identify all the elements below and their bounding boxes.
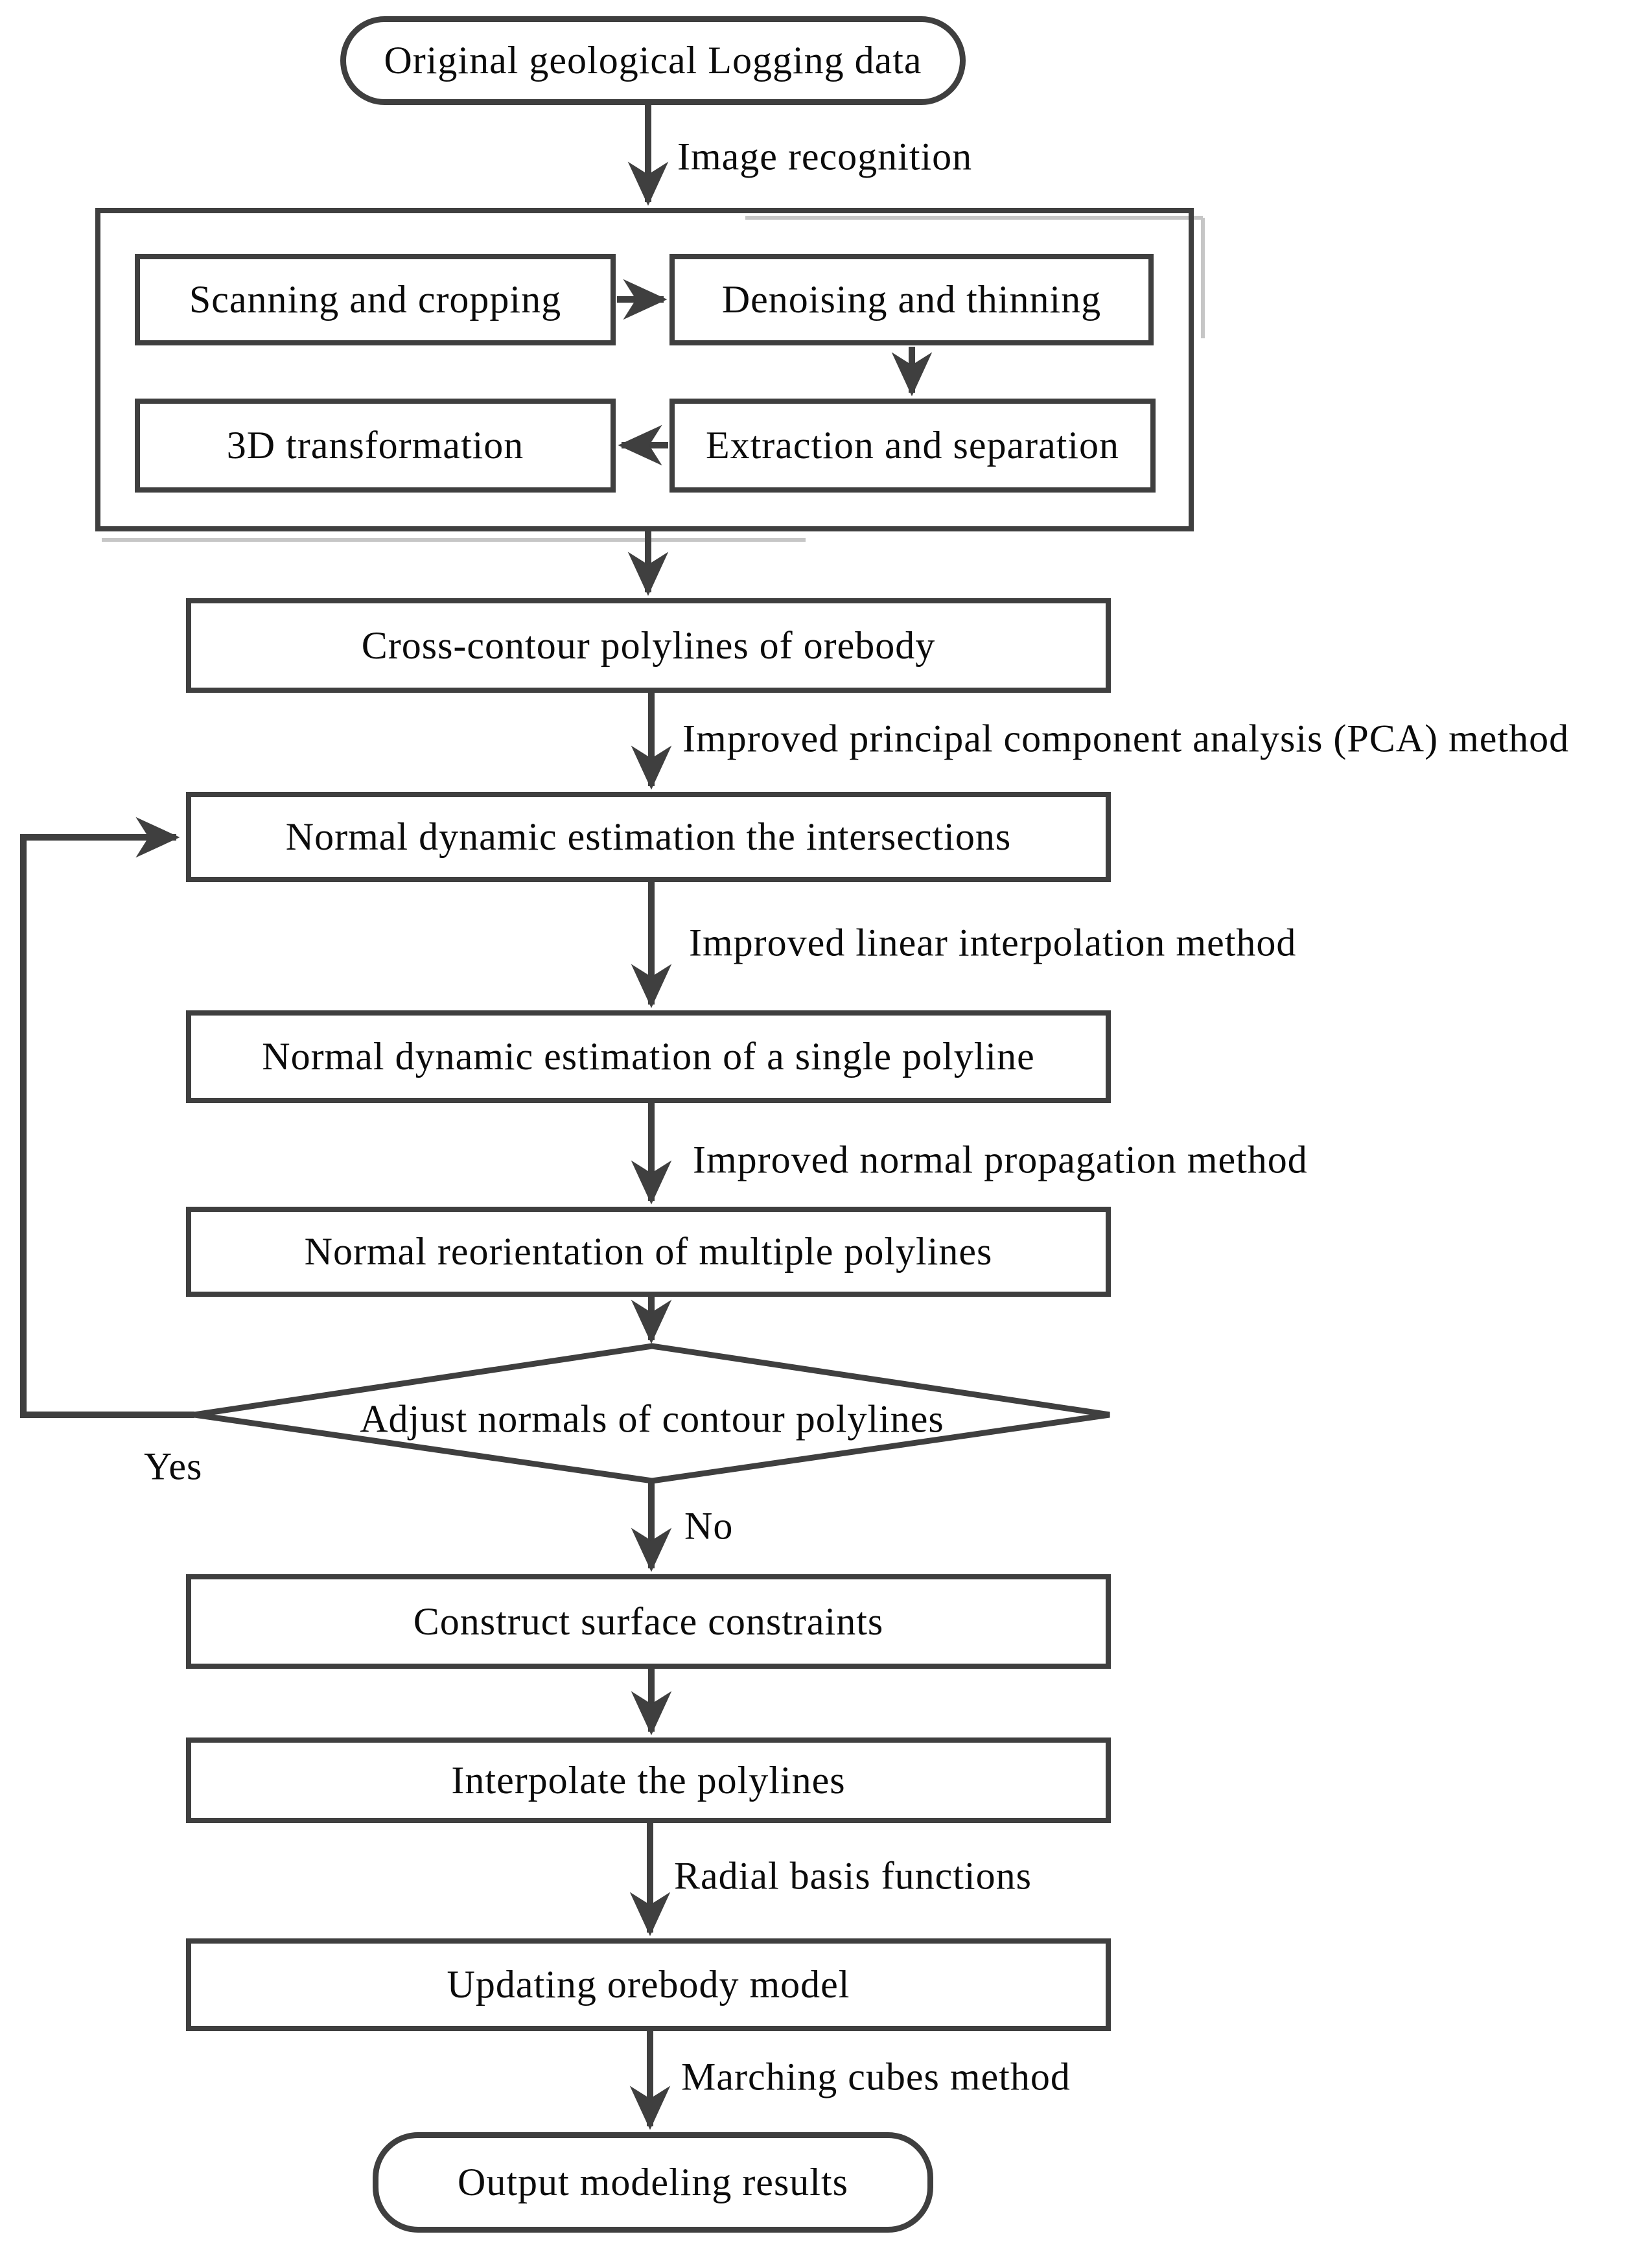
node-cross-contour-polylines: Cross-contour polylines of orebody [186, 598, 1111, 693]
node-normal-dynamic-estimation-intersections: Normal dynamic estimation the intersecti… [186, 792, 1111, 882]
edge-label-linear-interpolation-method: Improved linear interpolation method [689, 921, 1297, 964]
edge-label-image-recognition: Image recognition [677, 135, 973, 178]
node-intersections-label: Normal dynamic estimation the intersecti… [285, 815, 1012, 858]
edge-label-radial-basis-functions: Radial basis functions [674, 1854, 1032, 1898]
node-construct-label: Construct surface constraints [413, 1599, 884, 1643]
node-transformation-label: 3D transformation [226, 424, 524, 467]
node-normal-reorientation-multiple-polylines: Normal reorientation of multiple polylin… [186, 1207, 1111, 1297]
node-extraction-label: Extraction and separation [705, 424, 1120, 467]
node-updating-orebody-model: Updating orebody model [186, 1938, 1111, 2031]
edge-label-normal-propagation-method: Improved normal propagation method [693, 1138, 1308, 1181]
node-start-terminal: Original geological Logging data [340, 16, 966, 105]
node-extraction-and-separation: Extraction and separation [669, 399, 1156, 493]
node-output-terminal: Output modeling results [373, 2132, 933, 2233]
node-construct-surface-constraints: Construct surface constraints [186, 1574, 1111, 1669]
node-start-label: Original geological Logging data [384, 39, 922, 82]
node-cross-contour-label: Cross-contour polylines of orebody [361, 623, 936, 667]
edge-label-pca-method: Improved principal component analysis (P… [682, 717, 1570, 760]
node-scanning-label: Scanning and cropping [189, 278, 562, 321]
node-normal-dynamic-estimation-single-polyline: Normal dynamic estimation of a single po… [186, 1010, 1111, 1103]
node-reorientation-label: Normal reorientation of multiple polylin… [304, 1230, 993, 1273]
decision-diamond-shape [194, 1343, 1110, 1484]
node-single-polyline-label: Normal dynamic estimation of a single po… [262, 1035, 1035, 1078]
edge-label-yes: Yes [144, 1445, 203, 1488]
node-denoising-and-thinning: Denoising and thinning [669, 254, 1154, 345]
decision-diamond-label: Adjust normals of contour polylines [360, 1397, 944, 1441]
node-3d-transformation: 3D transformation [135, 399, 616, 493]
node-interpolate-label: Interpolate the polylines [451, 1758, 846, 1802]
scan-shadow-lines [102, 216, 1205, 542]
edge-label-no: No [684, 1504, 734, 1548]
edge-decision-yes-loop [20, 817, 194, 1418]
edge-label-marching-cubes-method: Marching cubes method [681, 2055, 1071, 2098]
node-denoising-label: Denoising and thinning [721, 278, 1102, 321]
node-scanning-and-cropping: Scanning and cropping [135, 254, 616, 345]
image-recognition-group-box [95, 208, 1194, 531]
node-updating-label: Updating orebody model [447, 1963, 850, 2006]
node-output-label: Output modeling results [458, 2161, 848, 2203]
node-interpolate-the-polylines: Interpolate the polylines [186, 1737, 1111, 1823]
